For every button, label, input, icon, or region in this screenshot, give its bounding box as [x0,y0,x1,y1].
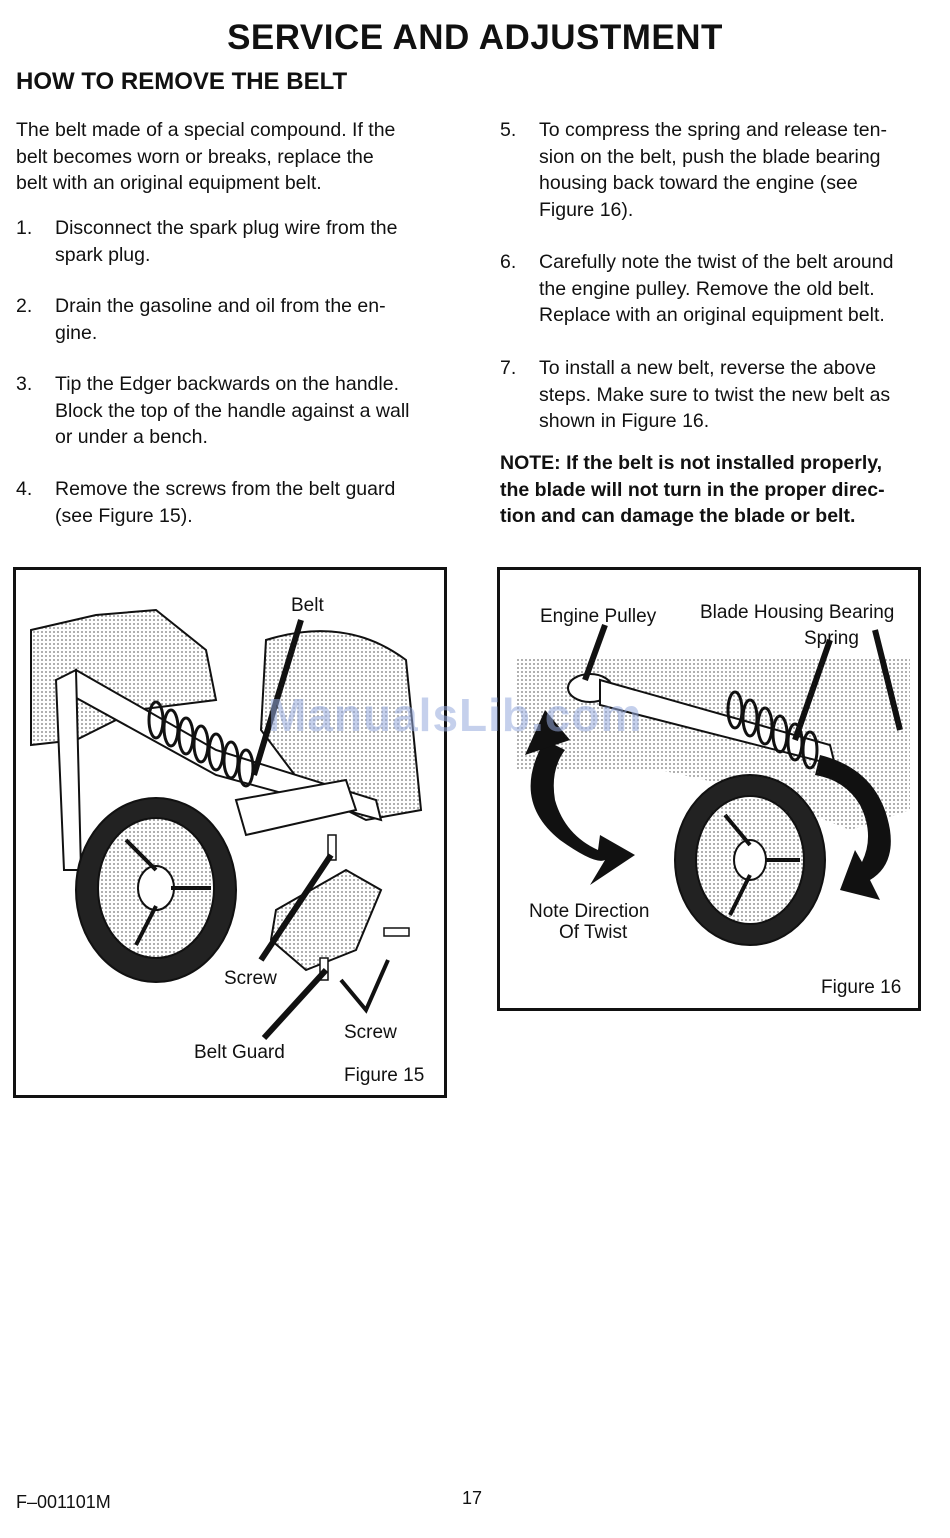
step-number: 1. [16,217,33,239]
intro-paragraph: The belt made of a special compound. If … [16,117,395,197]
intro-line: The belt made of a special compound. If … [16,119,396,141]
step-line: Figure 16). [539,198,634,221]
step-line: steps. Make sure to twist the new belt a… [539,383,891,406]
step-number: 2. [16,295,33,317]
note-line: NOTE: If the belt is not installed prope… [500,452,883,474]
step-line: spark plug. [55,243,151,266]
label-belt-guard: Belt Guard [194,1042,285,1063]
label-of-twist: Of Twist [559,922,628,943]
step-number: 5. [500,119,517,141]
figure-16-illustration [515,623,910,946]
step-4: 4. Remove the screws from the belt guard… [16,476,395,529]
step-line: Carefully note the twist of the belt aro… [539,251,894,273]
figure-16: Engine Pulley Blade Housing Bearing Spri… [497,567,921,1011]
label-belt: Belt [291,595,324,616]
step-1: 1. Disconnect the spark plug wire from t… [16,215,398,268]
watermark: ManualsLib.com [268,689,643,741]
figure-16-caption: Figure 16 [821,977,902,998]
step-number: 4. [16,478,33,500]
step-number: 3. [16,373,33,395]
figure-15-illustration [30,608,423,1041]
step-line: Disconnect the spark plug wire from the [55,217,398,239]
step-5: 5. To compress the spring and release te… [500,117,887,223]
figure-15-caption: Figure 15 [344,1065,425,1086]
step-line: To compress the spring and release ten- [539,119,887,141]
step-line: (see Figure 15). [55,504,193,527]
step-line: shown in Figure 16. [539,410,710,432]
label-screw-1: Screw [224,968,277,989]
figure-15: Belt Screw Screw Belt Guard Figure 15 [13,567,447,1098]
label-screw-2: Screw [344,1022,397,1043]
step-3: 3. Tip the Edger backwards on the handle… [16,371,410,451]
step-7: 7. To install a new belt, reverse the ab… [500,355,890,435]
step-line: To install a new belt, reverse the above [539,357,877,379]
label-note-direction: Note Direction [529,901,650,922]
label-blade-housing-bearing: Blade Housing Bearing [700,602,895,623]
note-line: tion and can damage the blade or belt. [500,505,856,527]
step-line: the engine pulley. Remove the old belt. [539,277,875,300]
intro-line: belt with an original equipment belt. [16,172,322,194]
page-number: 17 [462,1488,483,1508]
step-line: housing back toward the engine (see [539,172,858,194]
step-6: 6. Carefully note the twist of the belt … [500,249,893,329]
label-engine-pulley: Engine Pulley [540,606,657,627]
label-spring: Spring [804,628,859,649]
step-2: 2. Drain the gasoline and oil from the e… [16,293,386,346]
step-line: Remove the screws from the belt guard [55,478,396,500]
step-line: Replace with an original equipment belt. [539,304,885,326]
step-line: or under a bench. [55,426,208,448]
note-line: the blade will not turn in the proper di… [500,478,885,501]
step-line: gine. [55,321,98,344]
step-line: Block the top of the handle against a wa… [55,399,410,422]
step-line: Tip the Edger backwards on the handle. [55,373,399,395]
note-paragraph: NOTE: If the belt is not installed prope… [500,450,885,530]
step-number: 6. [500,251,517,273]
step-number: 7. [500,357,517,379]
document-code: F–001101M [16,1492,111,1512]
page-title: SERVICE AND ADJUSTMENT [227,18,723,57]
section-title: HOW TO REMOVE THE BELT [16,68,348,95]
step-line: Drain the gasoline and oil from the en- [55,295,386,317]
intro-line: belt becomes worn or breaks, replace the [16,145,374,168]
step-line: sion on the belt, push the blade bearing [539,145,881,168]
